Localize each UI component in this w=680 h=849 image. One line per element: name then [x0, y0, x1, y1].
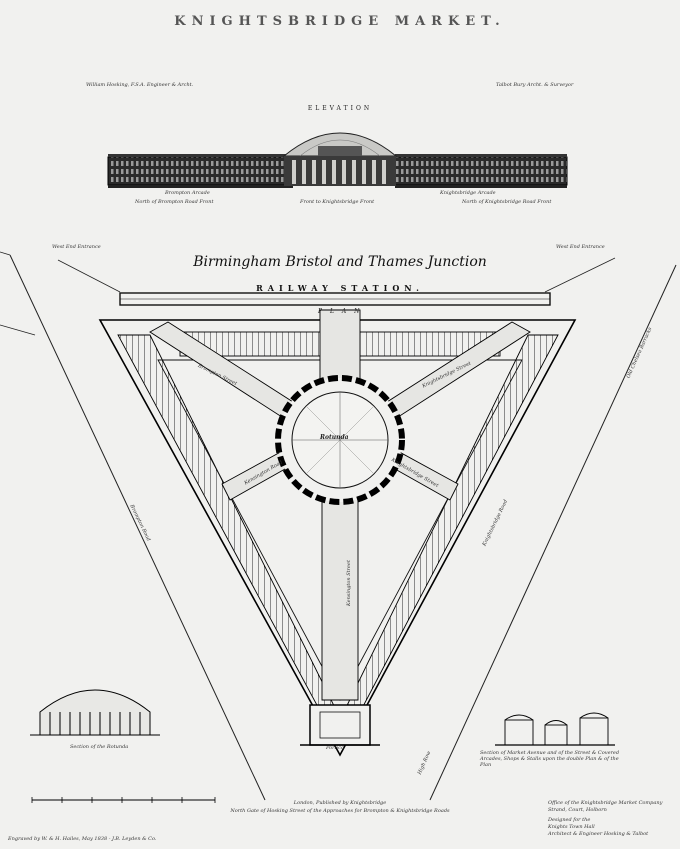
west-entrance-left: West End Entrance: [52, 244, 101, 250]
footer-left-imprint: Engraved by W. & H. Hailes, May 1838 - J…: [8, 836, 157, 842]
elevation-caption-left: North of Brompton Road Front: [135, 199, 214, 205]
sheet-title: KNIGHTSBRIDGE MARKET.: [174, 14, 506, 29]
footer-right-line-5: Architect & Engineer Hosking & Talbot: [548, 831, 649, 837]
elevation-heading: ELEVATION: [307, 105, 373, 112]
footer-right-line-1: Office of the Knightsbridge Market Compa…: [548, 800, 663, 806]
elevation-caption-center: Front to Knightsbridge Front: [300, 199, 375, 205]
footer-center-line1: London, Published by Knightsbridge: [293, 800, 387, 806]
plan-label: P L A N: [318, 308, 363, 315]
street-kensington: Kensington Street: [345, 560, 352, 606]
elevation-drawing: [107, 132, 568, 188]
railway-station-label: RAILWAY STATION.: [256, 283, 424, 293]
footer-center-line2: North Gate of Hosking Street of the Appr…: [230, 808, 450, 814]
railway-title: Birmingham Bristol and Thames Junction: [193, 254, 487, 270]
elevation-label-right: Knightsbridge Arcade: [440, 190, 496, 196]
elevation-label-left: Brompton Arcade: [165, 190, 210, 196]
right-credit: Talbot Bury Archt. & Surveyor: [496, 82, 574, 88]
left-credit: William Hosking, F.S.A. Engineer & Archt…: [86, 82, 194, 88]
rotunda-section-caption: Section of the Rotunda: [70, 744, 129, 750]
footer-right-line-3: Designed for the: [548, 817, 591, 823]
elevation-caption-right: North of Knightsbridge Road Front: [462, 199, 552, 205]
portico-caption: Portico: [326, 745, 344, 751]
arcade-section-caption: Section of Market Avenue and of the Stre…: [480, 750, 620, 768]
footer-right-line-2: Strand, Court, Holborn: [548, 807, 607, 813]
rotunda-label: Rotunda: [320, 434, 349, 441]
footer-right-line-4: Knights Town Hall: [548, 824, 595, 830]
west-entrance-right: West End Entrance: [556, 244, 605, 250]
